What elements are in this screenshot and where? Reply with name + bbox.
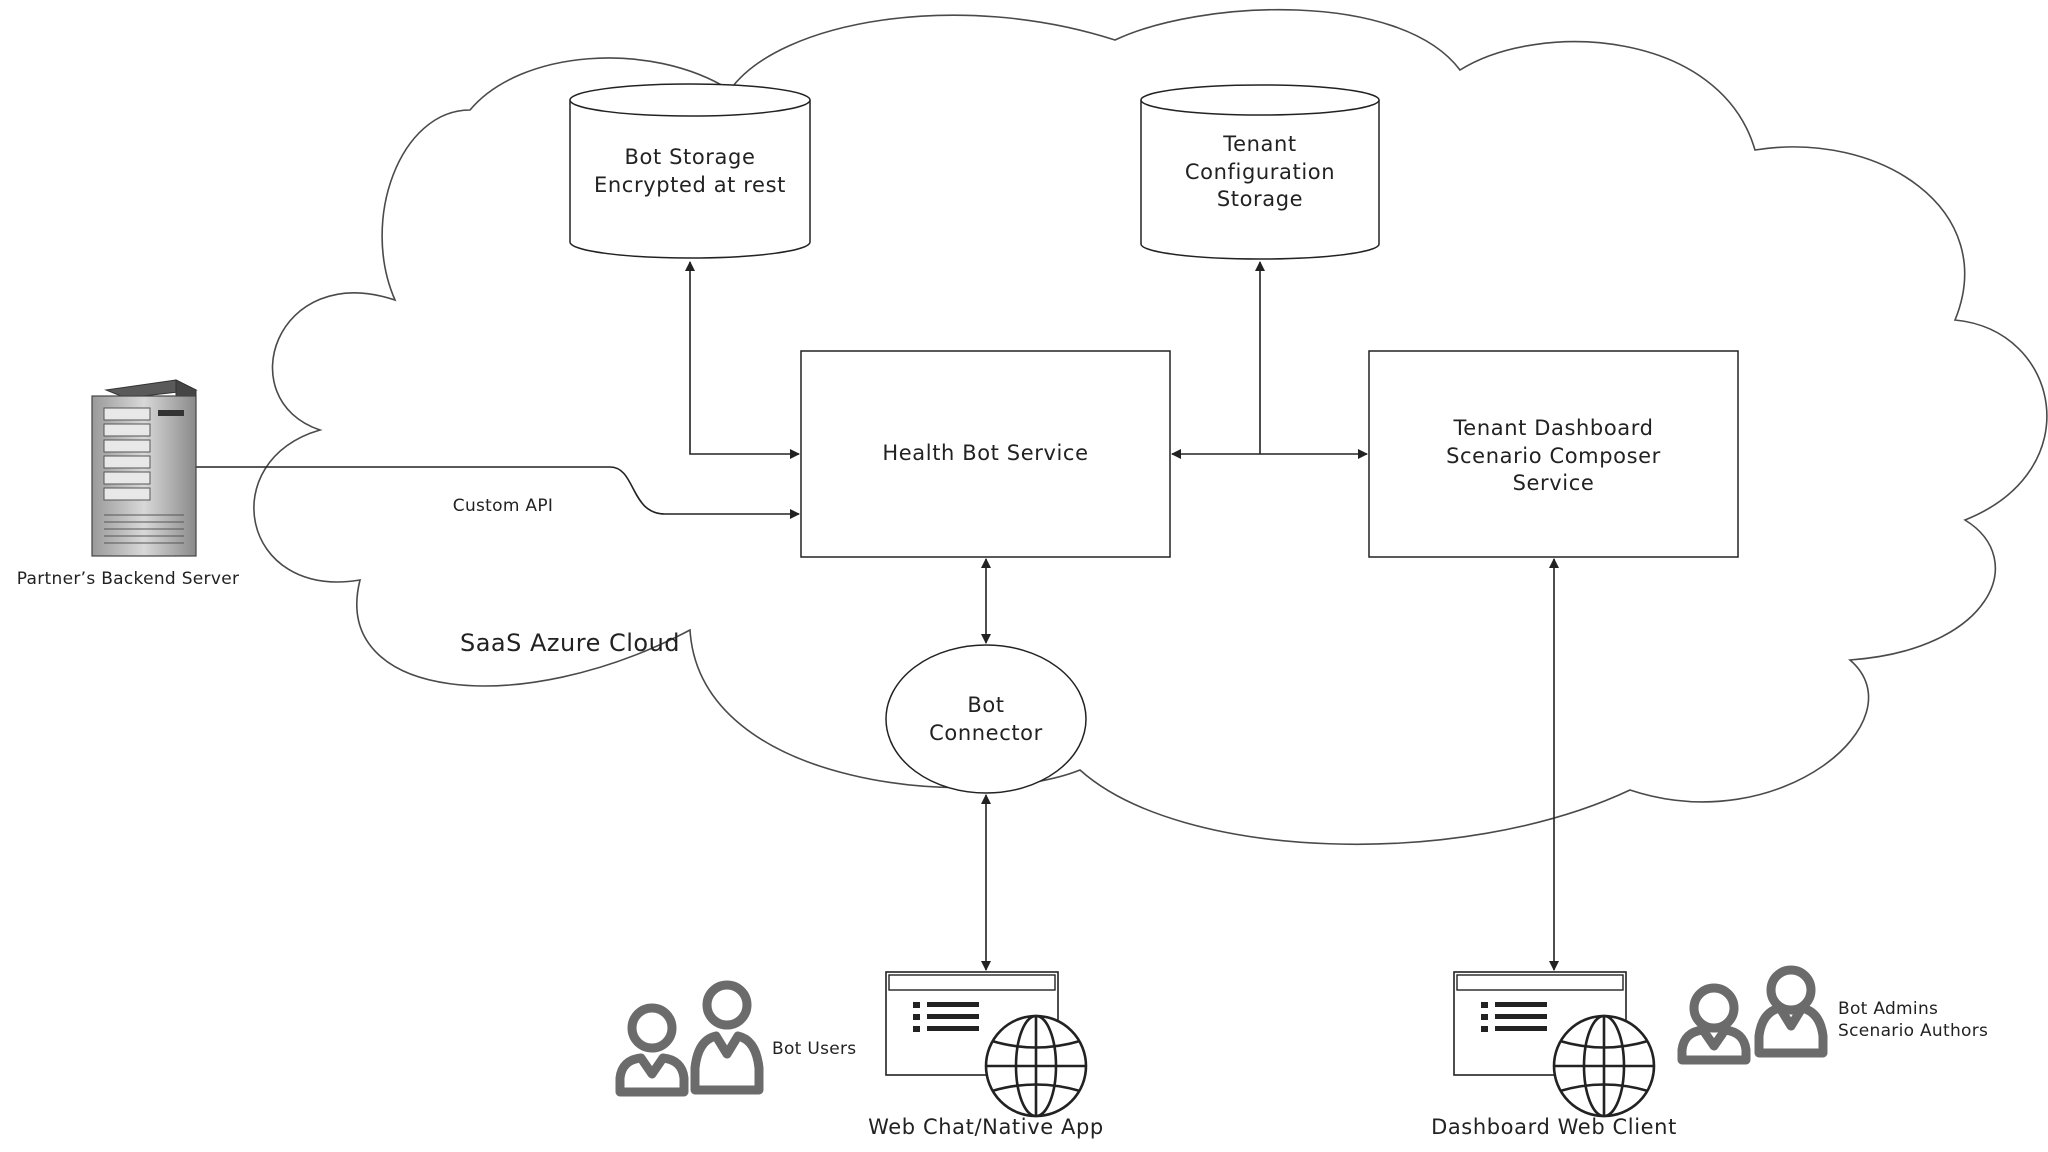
bot-storage-cylinder [569, 83, 811, 259]
users-icon [1677, 965, 1828, 1065]
tenant-storage-label: Tenant Configuration Storage [1184, 132, 1336, 212]
cloud-label: SaaS Azure Cloud [459, 629, 681, 657]
tenant-storage-cylinder [1140, 84, 1380, 260]
tenant-dashboard-box [1368, 350, 1739, 558]
server-icon [91, 379, 198, 557]
web-chat-label: Web Chat/Native App [868, 1115, 1104, 1139]
bot-users-label: Bot Users [772, 1039, 857, 1059]
custom-api-link [186, 462, 800, 519]
custom-api-label: Custom API [452, 496, 554, 516]
tenant-dashboard-label: Tenant Dashboard Scenario Composer Servi… [1446, 416, 1661, 496]
bot-storage-label: Bot Storage Encrypted at rest [594, 145, 786, 197]
bot-connector-label: Bot Connector [929, 693, 1043, 745]
bot-storage-link [685, 261, 800, 459]
partner-server-label: Partner’s Backend Server [16, 569, 240, 589]
health-bot-service-label: Health Bot Service [882, 441, 1089, 465]
dashboard-client-label: Dashboard Web Client [1431, 1115, 1677, 1139]
health-bot-service-box [800, 350, 1171, 558]
bot-connector-circle [885, 644, 1087, 794]
web-app-icon [885, 971, 1088, 1118]
web-app-icon [1453, 971, 1656, 1118]
users-icon [615, 980, 764, 1097]
bot-admins-label: Bot Admins Scenario Authors [1838, 999, 1989, 1042]
